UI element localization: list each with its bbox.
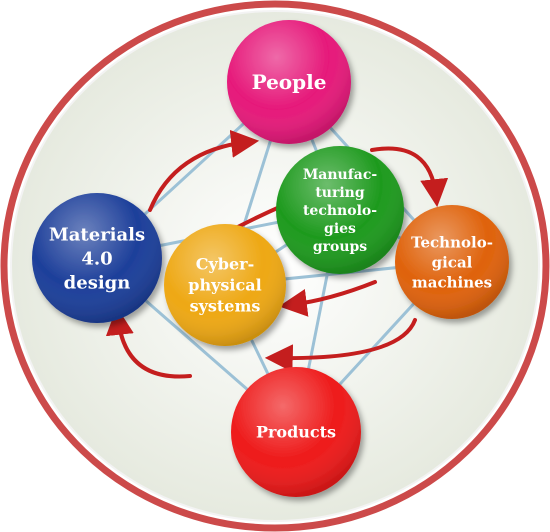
cyber-label-line: physical	[188, 276, 261, 295]
node-people-label: People	[252, 70, 327, 94]
manufacturing-label-line: gies	[324, 221, 356, 237]
arrow-products-to-materials	[105, 306, 192, 379]
arrow-manufacturing-to-technological	[370, 146, 449, 208]
node-manufacturing: Manufac-turing technolo-gies groups	[276, 146, 404, 274]
materials-label-line: design	[64, 272, 131, 293]
technological-label-line: gical	[432, 253, 473, 271]
node-people: People	[227, 20, 351, 144]
technological-label-line: Technolo-	[411, 233, 493, 251]
manufacturing-label-line: turing	[315, 185, 365, 201]
materials-label-line: 4.0	[81, 248, 112, 269]
people-label-line: People	[252, 70, 327, 94]
node-materials: Materials 4.0 design	[32, 193, 162, 323]
node-products: Products	[231, 367, 361, 497]
node-cyber: Cyber-physical systems	[164, 224, 286, 346]
node-products-label: Products	[256, 423, 336, 442]
products-label-line: Products	[256, 423, 336, 442]
node-technological-label: Technolo-gical machines	[411, 233, 493, 291]
manufacturing-label-line: groups	[313, 239, 367, 255]
arrow-technological-to-cyber	[278, 280, 377, 317]
arrow-materials-to-people	[148, 129, 260, 212]
node-cyber-label: Cyber-physical systems	[188, 255, 261, 316]
technological-label-line: machines	[412, 273, 492, 291]
node-materials-label: Materials 4.0 design	[49, 224, 145, 293]
manufacturing-label-line: technolo-	[303, 203, 377, 219]
materials-label-line: Materials	[49, 224, 145, 245]
cyber-label-line: Cyber-	[196, 255, 254, 274]
cyber-label-line: systems	[190, 297, 261, 316]
node-manufacturing-label: Manufac-turing technolo-gies groups	[303, 167, 378, 255]
manufacturing-label-line: Manufac-	[303, 167, 378, 183]
node-technological: Technolo-gical machines	[395, 205, 509, 319]
arrow-technological-to-products	[264, 318, 417, 373]
